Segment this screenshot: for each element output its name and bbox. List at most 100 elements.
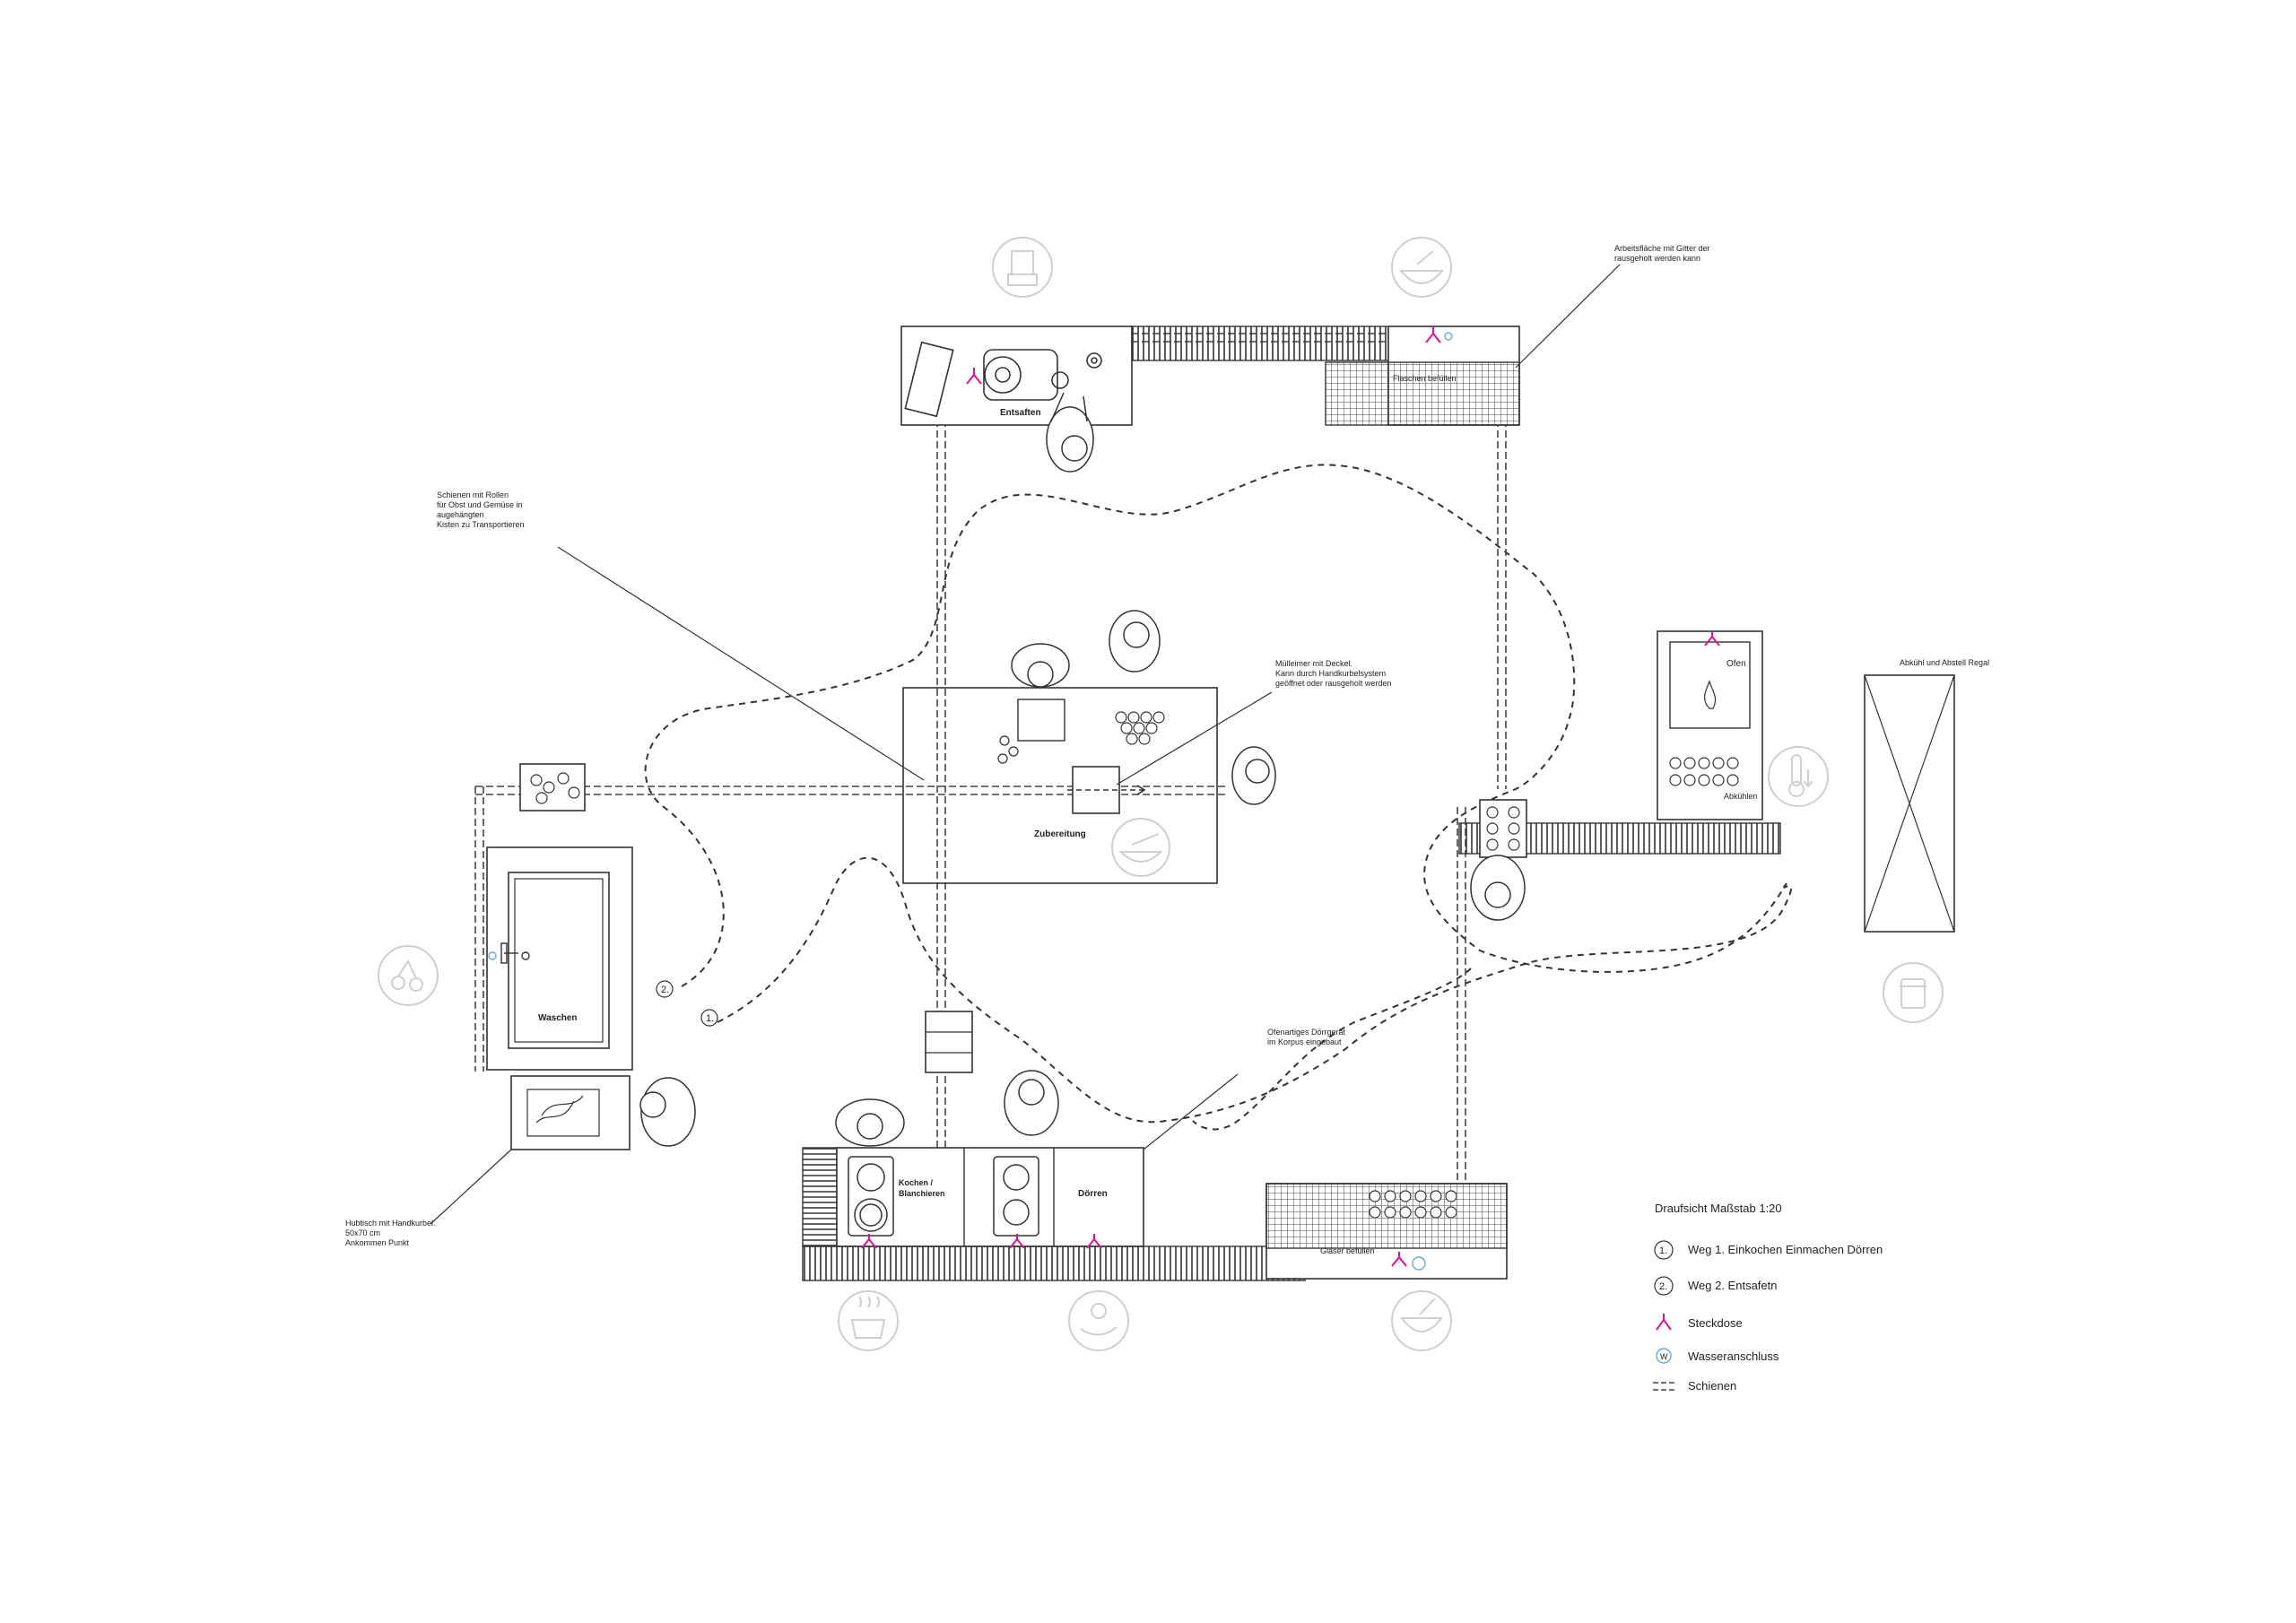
regal-cross-2 [1864,674,1955,933]
jar-icon [1883,962,1944,1023]
socket-top [1425,326,1441,343]
legend-water-icon [1656,1348,1672,1364]
note-arbeitsflaeche-2: rausgeholt werden kann [1614,254,1700,263]
note-arbeitsflaeche-1: Arbeitsfläche mit Gitter der [1614,244,1710,253]
slat-rack-bottom-left [802,1147,838,1247]
note-regal: Abkühl und Abstell Regal [1900,658,1989,667]
socket-kochen [861,1234,877,1249]
person-prep-1 [1011,643,1070,688]
regal [1864,674,1955,933]
legend-weg1-marker: 1. [1659,1245,1667,1256]
legend: Draufsicht Maßstab 1:20 1. Weg 1. Einkoc… [1653,1202,1883,1393]
note-hubtisch-1: Hubtisch mit Handkurbel. [345,1219,436,1228]
water-connection-top [1444,332,1453,341]
bowl-icon [1391,237,1452,298]
note-muelleimer-2: Kann durch Handkurbelsystem [1275,669,1386,678]
slat-rack-bottom [802,1245,1306,1281]
jars-cooling [1669,757,1739,786]
legend-rail-icon [1653,1382,1677,1391]
glaeser-label: Gläser befüllen [1320,1246,1375,1255]
note-doerrgerat-2: im Korpus eingebaut [1267,1037,1342,1046]
ofen-door [1669,641,1751,729]
person-doerren [1004,1070,1059,1136]
flame-icon [1703,680,1717,709]
abkuehlen-label: Abkühlen [1724,792,1758,801]
ofen-unit [1657,630,1763,820]
kochen-label-2: Blanchieren [899,1189,945,1198]
crate-veg [530,772,580,804]
sink-outer [508,872,610,1049]
marker-weg2: 2. [661,985,669,995]
flaschen-label: Flaschen befüllen [1393,374,1457,383]
note-doerrgerat-1: Ofenartiges Dörrgerat [1267,1028,1346,1037]
marker-weg1-circle [700,1009,718,1027]
fruit-pile [997,711,1165,764]
legend-weg2-marker: 2. [1659,1281,1667,1292]
legend-title: Draufsicht Maßstab 1:20 [1655,1202,1782,1215]
hand-fruit-icon [1068,1290,1129,1351]
marker-weg2-circle [656,980,674,998]
hubtisch-tray [526,1089,600,1137]
legend-weg1: Weg 1. Einkochen Einmachen Dörren [1688,1243,1883,1256]
path-weg1 [717,856,1793,1124]
ofen-label: Ofen [1726,659,1746,669]
socket-ofen [1704,631,1720,647]
zubereitung-table [902,687,1218,884]
zubereitung-label: Zubereitung [1034,829,1086,839]
legend-weg1-circle [1654,1240,1674,1260]
person-kochen [835,1098,905,1147]
faucet [500,942,530,964]
note-schienen-2: für Obst und Gemüse in [437,500,523,509]
legend-weg2-circle [1654,1276,1674,1296]
stove-kochen [848,1156,894,1237]
hubtisch [510,1075,631,1150]
socket-kochen-2 [1009,1234,1025,1249]
legend-water-marker: W [1660,1352,1668,1361]
person-entsaften [1046,392,1094,473]
note-hubtisch-2: 50x70 cm [345,1228,380,1237]
entsaften-counter [900,325,1133,426]
water-connection-glaeser [1412,1256,1426,1271]
doerren-label: Dörren [1078,1189,1108,1199]
person-waschen [639,1077,696,1147]
entsaften-label: Entsaften [1000,408,1041,418]
pot-icon [838,1290,899,1351]
waschen-label: Waschen [538,1013,578,1023]
socket-doerren [1086,1234,1102,1249]
person-prep-3 [1231,746,1276,805]
water-connection-waschen [488,951,497,960]
legend-steckdose: Steckdose [1688,1316,1743,1330]
hubtisch-veg [535,1095,584,1124]
thermometer-icon [1768,746,1829,807]
legend-socket-icon [1656,1314,1672,1331]
cherries-icon [378,945,439,1006]
shelf-unit-small [925,1011,973,1073]
socket-juicer [966,368,982,385]
person-ofen [1470,855,1526,921]
note-hubtisch-3: Ankommen Punkt [345,1238,410,1247]
slat-rack-right [1524,822,1781,855]
prep-board [1017,699,1065,742]
note-muelleimer-3: geöffnet oder rausgeholt werden [1275,679,1391,688]
juicer [983,349,1102,401]
cutting-board [904,341,954,418]
mortar-icon [1391,1290,1452,1351]
zubereitung-icon [1111,818,1170,877]
note-muelleimer-1: Mülleimer mit Deckel. [1275,659,1352,668]
sink-inner [514,878,604,1043]
marker-weg1: 1. [706,1013,714,1024]
legend-schienen: Schienen [1688,1379,1736,1393]
leader-lines [430,264,1621,1225]
note-schienen-4: Kisten zu Transportieren [437,520,525,529]
arbeitsflaeche-grid [1325,361,1520,426]
jar-tray-jars [1486,806,1520,851]
waschen-unit [486,846,633,1071]
legend-weg2: Weg 2. Entsafetn [1688,1279,1778,1292]
path-weg1-tail [1192,968,1472,1131]
socket-glaeser [1391,1252,1407,1267]
person-prep-2 [1109,610,1161,673]
bottom-counter [836,1147,1144,1247]
muelleimer-arrowhead [1136,785,1146,795]
blender-icon [992,237,1053,298]
